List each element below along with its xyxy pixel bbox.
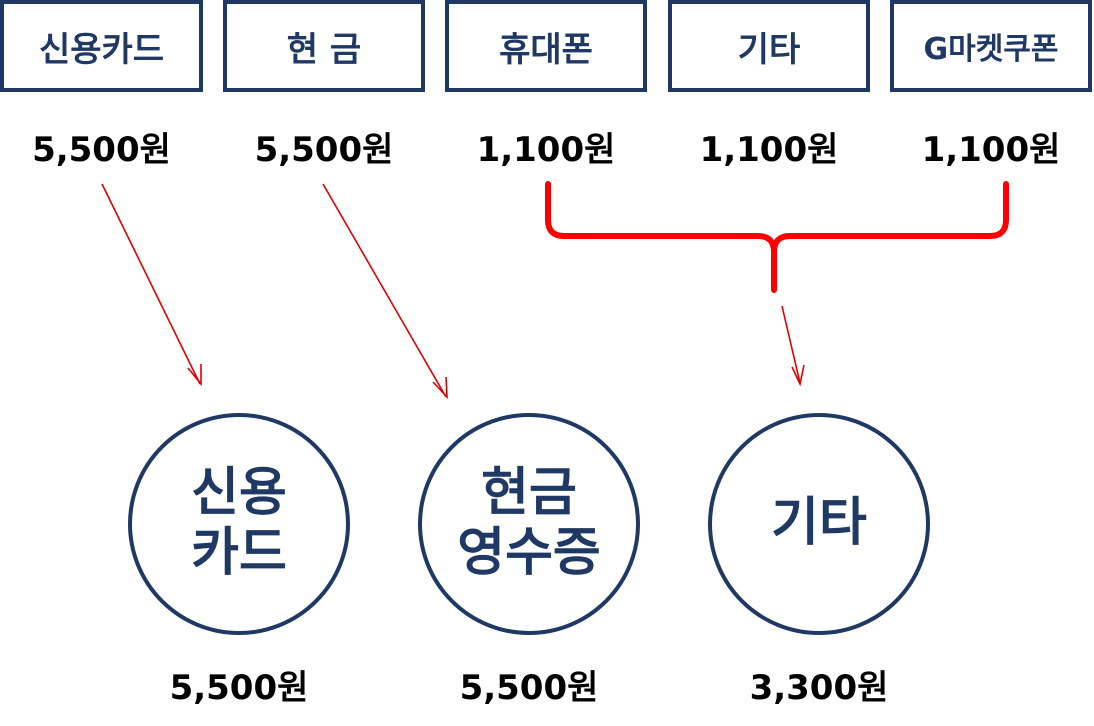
result-amount: 5,500원: [169, 668, 309, 708]
result-line: 카드: [191, 523, 287, 583]
method-amount: 1,100원: [921, 130, 1061, 170]
method-amount: 1,100원: [476, 130, 616, 170]
result-line: 현금: [481, 463, 577, 524]
method-label: G마켓쿠폰: [923, 32, 1059, 67]
method-label: 휴대폰: [499, 29, 593, 70]
result-circle-credit-card: 신용 카드: [128, 413, 350, 635]
method-amount: 5,500원: [254, 130, 394, 170]
result-line: 기타: [771, 493, 867, 554]
arrow-cash: [322, 183, 447, 398]
method-box-cash: 현 금: [223, 0, 425, 92]
result-line: 신용: [191, 463, 287, 524]
result-amount: 5,500원: [459, 668, 599, 708]
method-label: 기타: [737, 29, 801, 70]
grouping-brace: [545, 181, 1009, 293]
result-line: 영수증: [457, 523, 601, 583]
method-amount: 1,100원: [699, 130, 839, 170]
method-label: 신용카드: [38, 29, 165, 70]
result-amount: 3,300원: [749, 668, 889, 708]
method-box-gmarket-coupon: G마켓쿠폰: [890, 0, 1092, 92]
method-box-mobile: 휴대폰: [445, 0, 647, 92]
arrowhead-cash: [432, 376, 448, 400]
arrowhead-credit-card: [187, 364, 202, 387]
method-box-credit-card: 신용카드: [0, 0, 203, 92]
method-amount: 5,500원: [32, 130, 171, 170]
result-circle-other: 기타: [708, 413, 930, 635]
arrow-credit-card: [101, 183, 201, 385]
arrow-other: [781, 305, 801, 384]
method-box-other: 기타: [668, 0, 870, 92]
arrowhead-other: [791, 364, 805, 387]
result-circle-cash-receipt: 현금 영수증: [418, 413, 640, 635]
method-label: 현 금: [286, 29, 362, 70]
